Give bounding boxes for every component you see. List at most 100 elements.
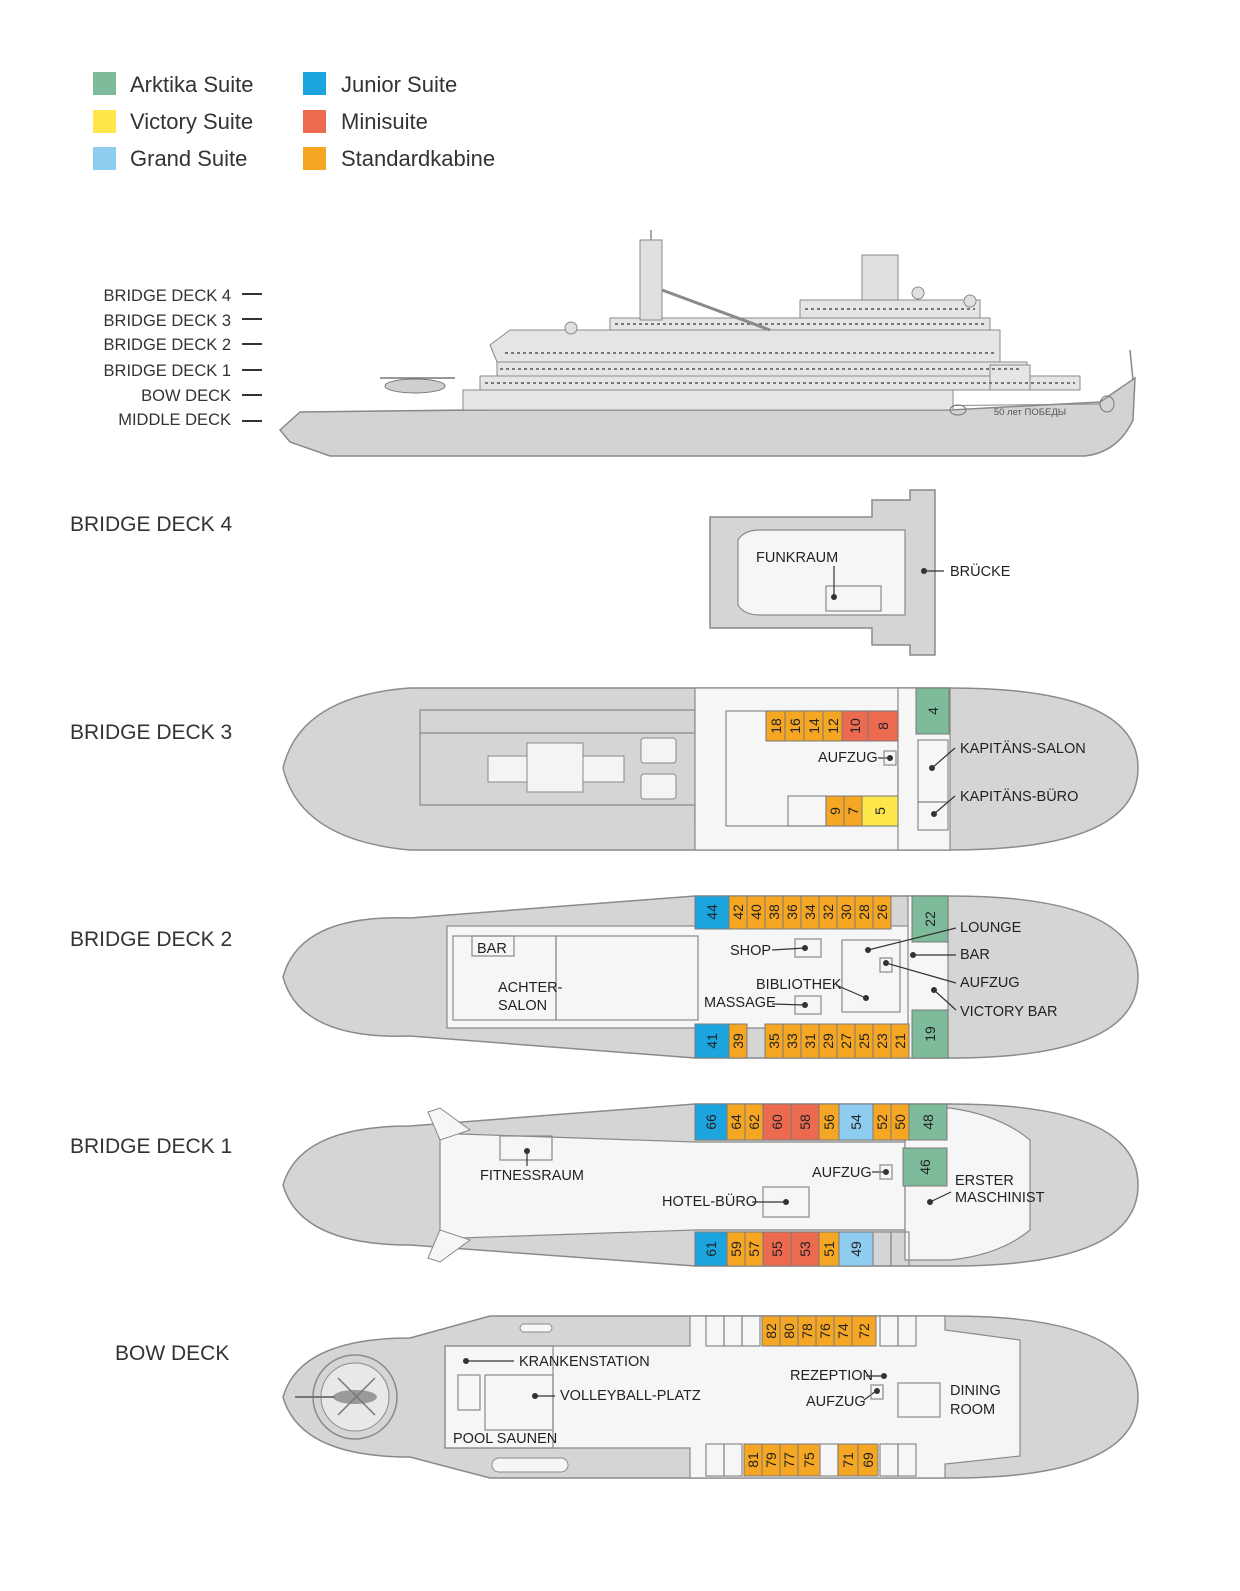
cabin-number: 61 (703, 1241, 719, 1257)
deck-title-bow: BOW DECK (115, 1342, 229, 1365)
legend-item-arktika-suite: Arktika Suite (93, 72, 254, 97)
cabin-number: 39 (730, 1033, 746, 1049)
ship-name: 50 лет ПОБЕДЫ (994, 407, 1066, 418)
cabin-55[interactable] (762, 1231, 792, 1267)
cabin-number: 35 (766, 1033, 782, 1049)
legend-item-minisuite: Minisuite (303, 109, 428, 134)
cabin-number: 77 (781, 1452, 797, 1468)
deck-title-bridge-4: BRIDGE DECK 4 (70, 513, 233, 536)
cabins-top-bd3: 18 16 14 12 10 8 (765, 710, 899, 742)
cabin-number: 16 (787, 718, 803, 734)
cabin-21[interactable] (890, 1023, 910, 1059)
cabins-bottom-bd2: 41 39 35 33 31 29 27 25 23 21 (694, 1023, 910, 1059)
cabin-number: 5 (872, 807, 888, 815)
room-bar: BAR (910, 947, 990, 963)
cabin-number: 30 (838, 904, 854, 920)
cabin-number: 28 (856, 904, 872, 920)
room-aufzug-bd2: AUFZUG (879, 957, 1020, 991)
room-funkraum: FUNKRAUM (756, 550, 838, 600)
suite-46[interactable] (902, 1147, 948, 1187)
label-lounge: LOUNGE (960, 920, 1022, 936)
room-bruecke: BRÜCKE (921, 562, 1011, 580)
room-lounge: LOUNGE (865, 920, 1022, 953)
cabin-58[interactable] (790, 1103, 820, 1141)
cabin-number: 57 (746, 1241, 762, 1257)
legend-label: Standardkabine (341, 146, 495, 171)
room-aufzug-bd3: AUFZUG (818, 750, 897, 766)
label-kapitaens-salon: KAPITÄNS-SALON (960, 740, 1086, 757)
cabin-number: 49 (848, 1241, 864, 1257)
room-fitnessraum: FITNESSRAUM (480, 1148, 584, 1184)
cabin-number: 41 (704, 1033, 720, 1049)
cabin-8[interactable] (867, 710, 899, 742)
legend-label: Arktika Suite (130, 72, 254, 97)
cabin-54[interactable] (838, 1103, 874, 1141)
side-label-bridge-1: BRIDGE DECK 1 (104, 362, 231, 380)
cabin-number: 9 (827, 807, 843, 815)
cabin-number: 69 (860, 1452, 876, 1468)
label-bar-aft: BAR (477, 941, 507, 957)
side-label-middle: MIDDLE DECK (118, 411, 231, 429)
legend-label: Minisuite (341, 109, 428, 134)
cabin-41[interactable] (694, 1023, 730, 1059)
deck-title-bridge-1: BRIDGE DECK 1 (70, 1135, 232, 1158)
cabin-number: 75 (801, 1452, 817, 1468)
cabin-66[interactable] (694, 1103, 728, 1141)
label-achter-salon-2: SALON (498, 998, 547, 1014)
cabin-44[interactable] (694, 895, 730, 930)
legend-swatch-minisuite (303, 110, 326, 133)
cabin-number: 36 (784, 904, 800, 920)
label-aufzug: AUFZUG (960, 975, 1020, 991)
suite-4[interactable] (915, 687, 950, 735)
cabin-number: 74 (835, 1323, 851, 1339)
label-massage: MASSAGE (704, 995, 776, 1011)
cabin-number: 55 (769, 1241, 785, 1257)
bow-deck: BOW DECK 82 (115, 1315, 1139, 1479)
label-bruecke: BRÜCKE (950, 562, 1011, 580)
legend-swatch-victory (93, 110, 116, 133)
cabin-number: 72 (856, 1323, 872, 1339)
cabin-number: 54 (848, 1114, 864, 1130)
cabin-number: 8 (875, 722, 891, 730)
cabin-number: 25 (856, 1033, 872, 1049)
cabins-bottom-bd3: 9 7 5 (825, 795, 899, 827)
room-erster-maschinist: ERSTER MASCHINIST (927, 1173, 1045, 1206)
legend: Arktika Suite Victory Suite Grand Suite … (93, 72, 495, 171)
cabin-number: 44 (704, 904, 720, 920)
suite-19[interactable] (911, 1009, 949, 1059)
cabin-26[interactable] (872, 895, 892, 930)
legend-item-junior-suite: Junior Suite (303, 72, 457, 97)
label-hotel-buero: HOTEL-BÜRO (662, 1192, 757, 1210)
label-achter-salon-1: ACHTER- (498, 980, 563, 996)
cabin-5[interactable] (861, 795, 899, 827)
label-rezeption: REZEPTION (790, 1368, 873, 1384)
cabins-top-bd2: 44 42 40 38 36 34 32 30 28 26 (694, 895, 892, 930)
suite-48[interactable] (908, 1103, 948, 1141)
cabin-number: 4 (925, 707, 941, 715)
room-rezeption: REZEPTION (790, 1368, 887, 1384)
label-krankenstation: KRANKENSTATION (519, 1354, 650, 1370)
cabin-number: 7 (845, 807, 861, 815)
cabin-72[interactable] (851, 1315, 877, 1347)
cabin-61[interactable] (694, 1231, 728, 1267)
cabin-69[interactable] (857, 1443, 879, 1477)
side-deck-labels: BRIDGE DECK 4 BRIDGE DECK 3 BRIDGE DECK … (104, 287, 262, 429)
label-dining-1: DINING (950, 1383, 1001, 1399)
side-label-bridge-2: BRIDGE DECK 2 (104, 336, 231, 354)
cabin-number: 82 (763, 1323, 779, 1339)
cabin-number: 32 (820, 904, 836, 920)
label-victory-bar: VICTORY BAR (960, 1004, 1058, 1020)
cabin-number: 81 (745, 1452, 761, 1468)
room-aufzug-bow: AUFZUG (806, 1384, 884, 1410)
cabin-number: 46 (917, 1159, 933, 1175)
cabin-39[interactable] (728, 1023, 748, 1059)
label-erster-2: MASCHINIST (955, 1190, 1045, 1206)
cabin-number: 56 (821, 1114, 837, 1130)
legend-label: Grand Suite (130, 146, 247, 171)
room-kapitaens-salon: KAPITÄNS-SALON (929, 740, 1086, 771)
cabin-number: 31 (802, 1033, 818, 1049)
cabin-number: 23 (874, 1033, 890, 1049)
cabin-number: 10 (847, 718, 863, 734)
bridge-deck-2: BRIDGE DECK 2 44 42 40 38 36 34 32 (70, 895, 1139, 1059)
